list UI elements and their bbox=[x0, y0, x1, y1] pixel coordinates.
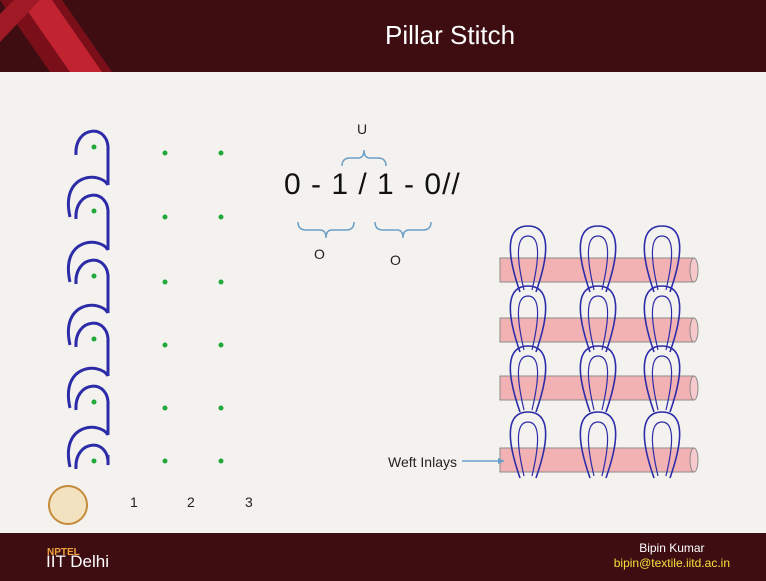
weft-inlay-end bbox=[689, 317, 699, 343]
needle-point bbox=[162, 342, 168, 348]
knitted-loop-inner bbox=[517, 355, 539, 411]
needle-point bbox=[218, 405, 224, 411]
header-stripe-corner bbox=[0, 0, 40, 42]
brace-label-top: U bbox=[357, 121, 368, 137]
knitted-loop bbox=[509, 345, 547, 413]
knitted-loop bbox=[579, 345, 617, 413]
knitted-loop bbox=[643, 345, 681, 413]
iit-delhi-logo-icon bbox=[48, 485, 88, 525]
needle-point bbox=[91, 399, 97, 405]
wale-number-3: 3 bbox=[245, 494, 253, 510]
knitted-loop bbox=[643, 285, 681, 353]
wale-number-1: 1 bbox=[130, 494, 138, 510]
underlap-segment bbox=[66, 425, 110, 468]
knitted-loop-inner bbox=[651, 355, 673, 411]
needle-point bbox=[162, 458, 168, 464]
knitted-loop-inner bbox=[651, 235, 673, 291]
weft-inlay-end bbox=[689, 257, 699, 283]
underlap-segment bbox=[66, 240, 110, 283]
weft-inlay-bar bbox=[499, 257, 695, 283]
needle-point bbox=[91, 336, 97, 342]
slide-footer bbox=[0, 533, 766, 581]
fabric-structure bbox=[499, 225, 699, 479]
weft-inlay-bar bbox=[499, 317, 695, 343]
knitted-loop bbox=[643, 411, 681, 479]
slide-title: Pillar Stitch bbox=[385, 20, 516, 50]
weft-inlay-bar bbox=[499, 375, 695, 401]
overlap-loop bbox=[74, 443, 110, 470]
underlap-segment bbox=[66, 366, 110, 409]
brace-label-bottom-left: O bbox=[314, 246, 325, 262]
knitted-loop-inner bbox=[517, 421, 539, 477]
overlap-loop bbox=[74, 193, 110, 250]
knitted-loop bbox=[579, 225, 617, 293]
knitted-loop-inner bbox=[587, 235, 609, 291]
knitted-loop-inner bbox=[651, 295, 673, 351]
weft-inlay-bar bbox=[499, 447, 695, 473]
needle-point bbox=[91, 273, 97, 279]
knitted-loop bbox=[643, 225, 681, 293]
needle-point bbox=[218, 150, 224, 156]
overlap-loop bbox=[74, 258, 110, 313]
overlap-loop bbox=[74, 384, 110, 435]
brace-left-bottom bbox=[297, 221, 355, 239]
needle-point bbox=[162, 279, 168, 285]
knitted-loop bbox=[509, 285, 547, 353]
brace-label-bottom-right: O bbox=[390, 252, 401, 268]
knitted-loop-inner bbox=[651, 421, 673, 477]
author-block: Bipin Kumar bipin@textile.iitd.ac.in bbox=[614, 541, 730, 571]
needle-point bbox=[218, 214, 224, 220]
overlap-loop bbox=[74, 129, 110, 185]
underlap-segment bbox=[66, 303, 110, 346]
weft-inlays-label: Weft Inlays bbox=[388, 454, 457, 470]
knitted-loop bbox=[509, 411, 547, 479]
author-name: Bipin Kumar bbox=[639, 541, 705, 555]
lapping-notation: 0 - 1 / 1 - 0// bbox=[284, 168, 461, 201]
institute-name: IIT Delhi bbox=[46, 552, 109, 571]
needle-point-grid bbox=[91, 144, 224, 464]
knitted-loop bbox=[579, 411, 617, 479]
nptel-label: NPTEL bbox=[47, 547, 80, 558]
needle-point bbox=[91, 458, 97, 464]
needle-point bbox=[218, 279, 224, 285]
knitted-loop-inner bbox=[517, 235, 539, 291]
author-email: bipin@textile.iitd.ac.in bbox=[613, 556, 730, 570]
brace-right-bottom bbox=[374, 221, 432, 239]
knitted-loop-inner bbox=[587, 355, 609, 411]
wale-number-2: 2 bbox=[187, 494, 195, 510]
needle-point bbox=[162, 405, 168, 411]
knitted-loop-inner bbox=[517, 295, 539, 351]
knitted-loop bbox=[579, 285, 617, 353]
needle-point bbox=[162, 150, 168, 156]
needle-point bbox=[162, 214, 168, 220]
slide-header bbox=[0, 0, 766, 72]
header-stripe-red bbox=[20, 0, 102, 72]
brace-top bbox=[341, 149, 387, 167]
weft-inlay-end bbox=[689, 375, 699, 401]
underlap-segment bbox=[66, 175, 110, 218]
overlap-loop bbox=[74, 321, 110, 376]
needle-point bbox=[91, 144, 97, 150]
inlay-arrowhead bbox=[498, 458, 505, 464]
knitted-loop bbox=[509, 225, 547, 293]
needle-point bbox=[218, 458, 224, 464]
needle-point bbox=[91, 208, 97, 214]
needle-point bbox=[218, 342, 224, 348]
knitted-loop-inner bbox=[587, 421, 609, 477]
pillar-lapping-path bbox=[66, 129, 110, 470]
knitted-loop-inner bbox=[587, 295, 609, 351]
weft-inlay-end bbox=[689, 447, 699, 473]
